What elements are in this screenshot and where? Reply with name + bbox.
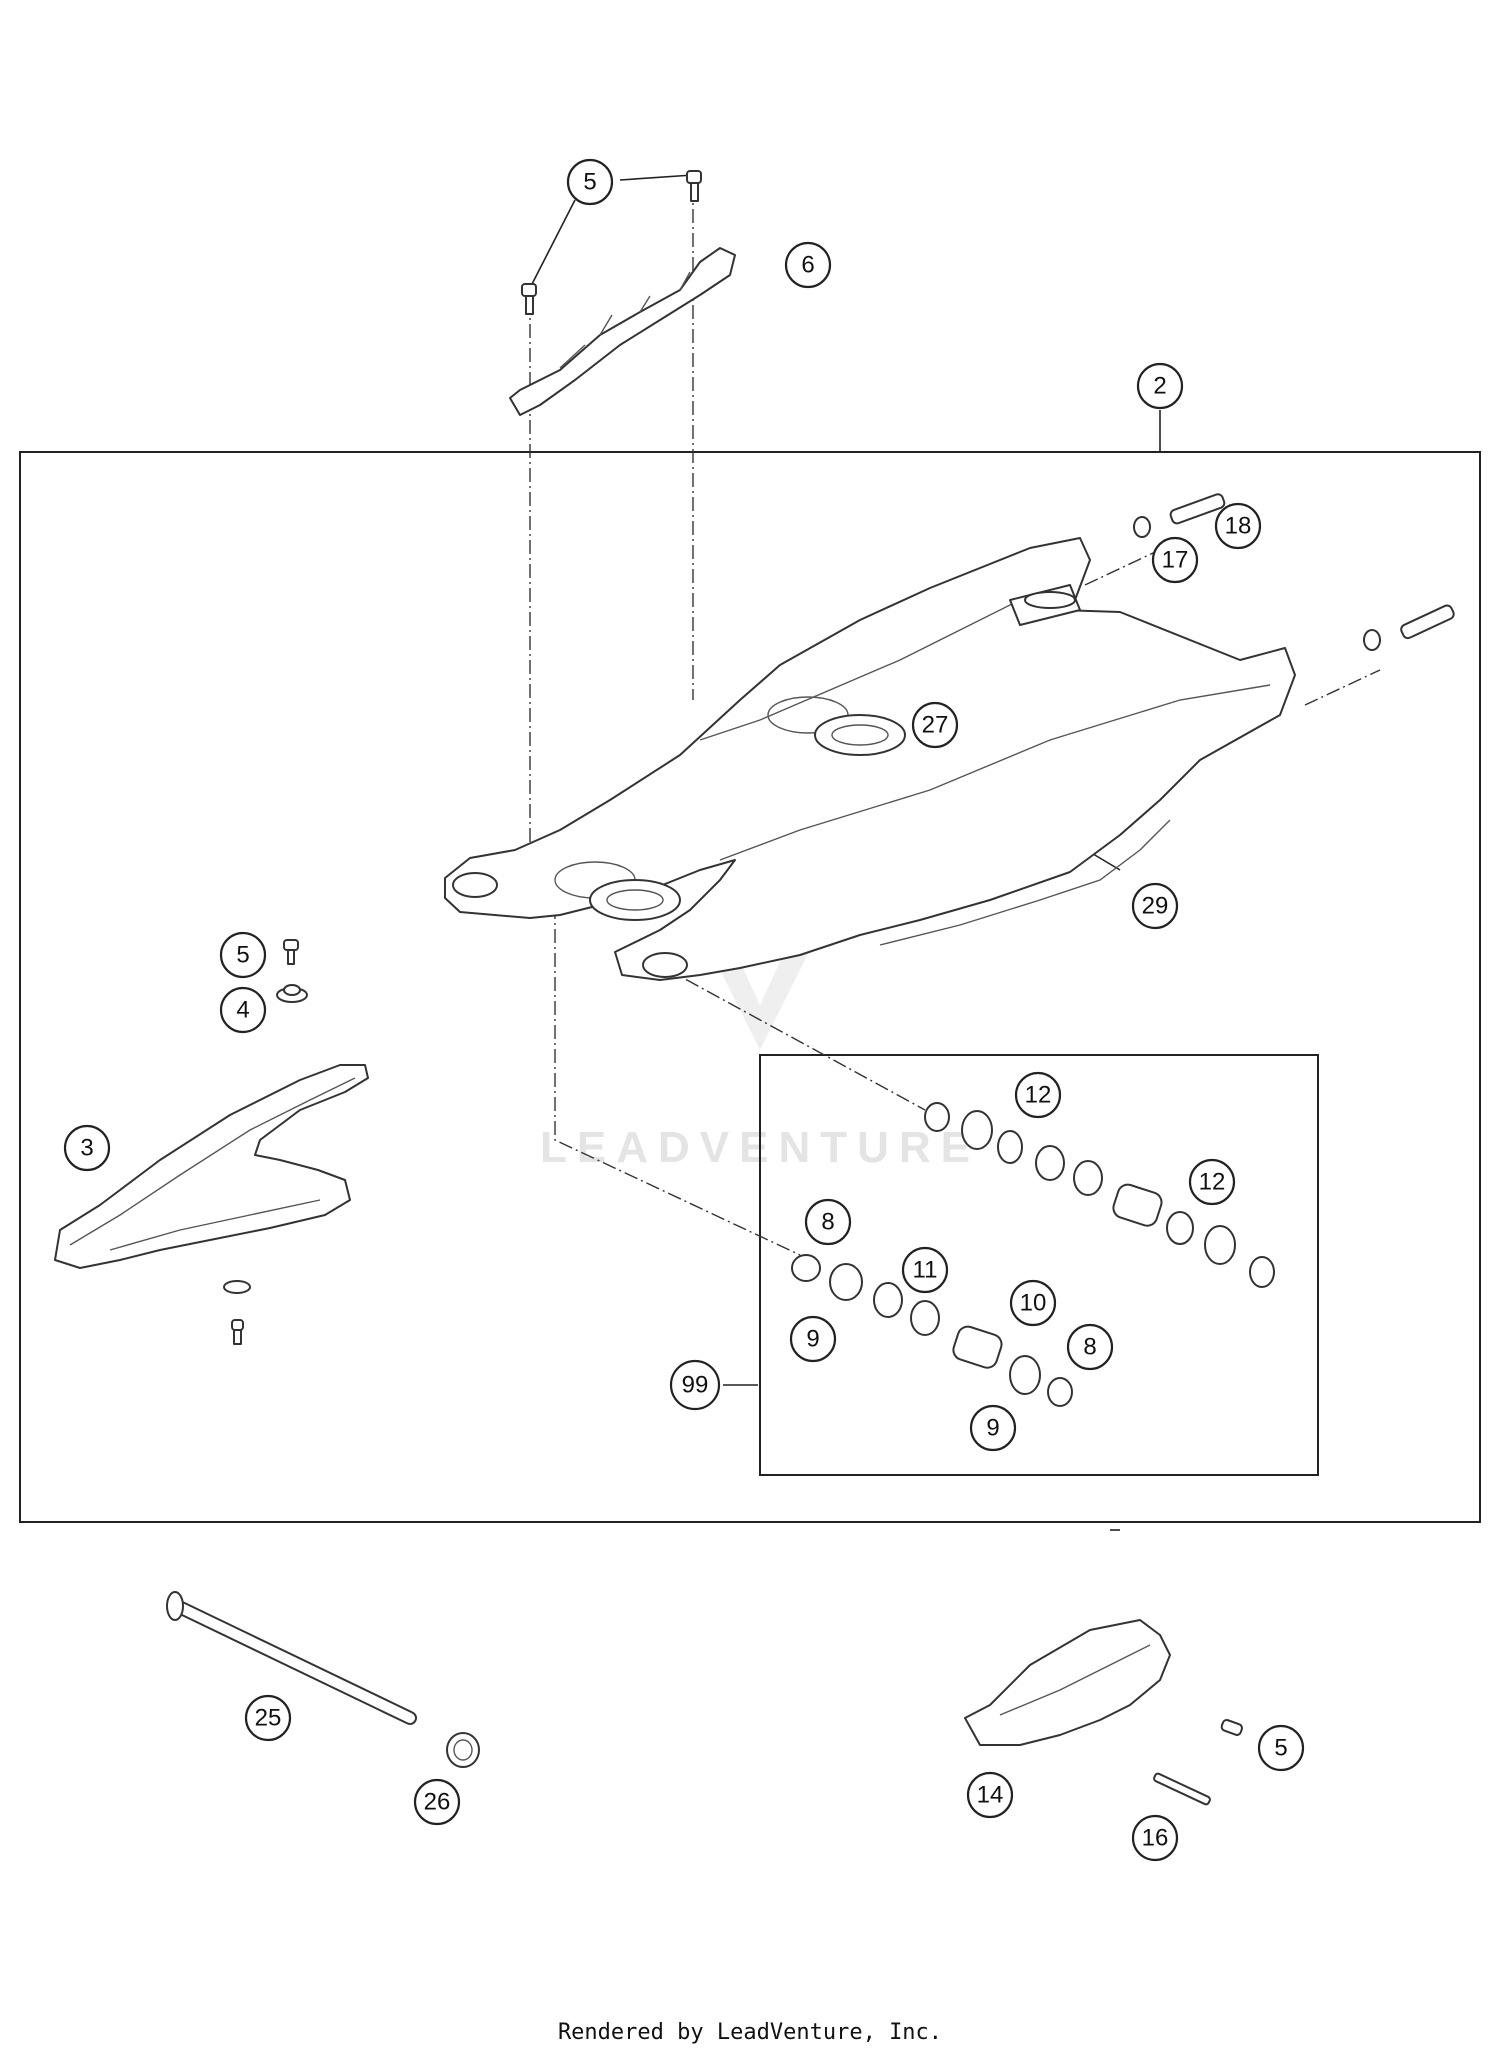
svg-text:6: 6 (801, 252, 814, 279)
callout-2: 2 (1136, 362, 1184, 410)
watermark-text: LEADVENTURE (540, 1123, 980, 1172)
bolt-18-lower (1363, 604, 1455, 651)
svg-text:9: 9 (806, 1326, 819, 1353)
svg-text:2: 2 (1153, 373, 1166, 400)
svg-text:11: 11 (913, 1257, 938, 1284)
callout-10: 10 (1009, 1279, 1057, 1327)
svg-text:27: 27 (922, 712, 949, 739)
bolt-top-left (521, 283, 537, 315)
svg-text:9: 9 (986, 1415, 999, 1442)
svg-text:12: 12 (1199, 1169, 1226, 1196)
svg-text:8: 8 (821, 1209, 834, 1236)
callout-25: 25 (244, 1694, 292, 1742)
pivot-shaft (166, 1591, 417, 1725)
nut-26 (446, 1732, 480, 1768)
chain-sliding-piece (54, 1064, 369, 1269)
rubber-plug-lower (589, 879, 681, 921)
callout-5-top: 5 (566, 158, 614, 206)
callout-3: 3 (63, 1124, 111, 1172)
callout-8-right: 8 (1066, 1323, 1114, 1371)
callout-5-bottom: 5 (1257, 1724, 1305, 1772)
bolt-5-lower (1220, 1719, 1243, 1736)
callout-99: 99 (669, 1359, 721, 1411)
callout-12-lower: 12 (1188, 1158, 1236, 1206)
svg-text:8: 8 (1083, 1334, 1096, 1361)
chain-guide-block (964, 1619, 1171, 1746)
svg-text:26: 26 (424, 1789, 451, 1816)
render-credit: Rendered by LeadVenture, Inc. (557, 2020, 943, 2045)
bolt-18-upper (1133, 493, 1226, 538)
svg-text:99: 99 (682, 1372, 709, 1399)
callout-26: 26 (413, 1778, 461, 1826)
svg-text:5: 5 (583, 169, 596, 196)
swingarm (444, 537, 1296, 981)
washer-4 (276, 984, 308, 1003)
bolt-chain-guide-lower (223, 1280, 251, 1345)
callout-16: 16 (1131, 1814, 1179, 1862)
svg-text:12: 12 (1025, 1082, 1052, 1109)
callout-27: 27 (911, 701, 959, 749)
callout-8-left: 8 (804, 1198, 852, 1246)
bearing-kit-frame (759, 1054, 1319, 1476)
callout-17: 17 (1151, 536, 1199, 584)
callout-18: 18 (1214, 502, 1262, 550)
svg-text:14: 14 (977, 1782, 1004, 1809)
swingarm-assembly-frame (19, 451, 1481, 1523)
svg-text:4: 4 (236, 997, 249, 1024)
svg-text:16: 16 (1142, 1825, 1169, 1852)
chain-sliding-guard (509, 247, 736, 416)
callout-9-right: 9 (969, 1404, 1017, 1452)
bearing-kit-parts (791, 1102, 1275, 1407)
callout-5-chain-guide: 5 (219, 931, 267, 979)
callout-12-upper: 12 (1014, 1071, 1062, 1119)
svg-text:3: 3 (80, 1135, 93, 1162)
callout-29: 29 (1131, 882, 1179, 930)
rubber-plug-upper (814, 714, 906, 756)
bolt-chain-guide (283, 939, 299, 965)
callout-11: 11 (901, 1246, 949, 1294)
callout-9-left: 9 (789, 1315, 837, 1363)
svg-text:10: 10 (1020, 1290, 1047, 1317)
callout-14: 14 (966, 1771, 1014, 1819)
svg-text:17: 17 (1162, 547, 1189, 574)
callout-6: 6 (784, 241, 832, 289)
svg-text:29: 29 (1142, 893, 1169, 920)
svg-text:18: 18 (1225, 513, 1252, 540)
bolt-16 (1153, 1772, 1211, 1806)
callout-4: 4 (219, 986, 267, 1034)
svg-text:25: 25 (255, 1705, 282, 1732)
svg-text:5: 5 (236, 942, 249, 969)
svg-text:5: 5 (1274, 1735, 1287, 1762)
bolt-top-right (686, 170, 702, 202)
